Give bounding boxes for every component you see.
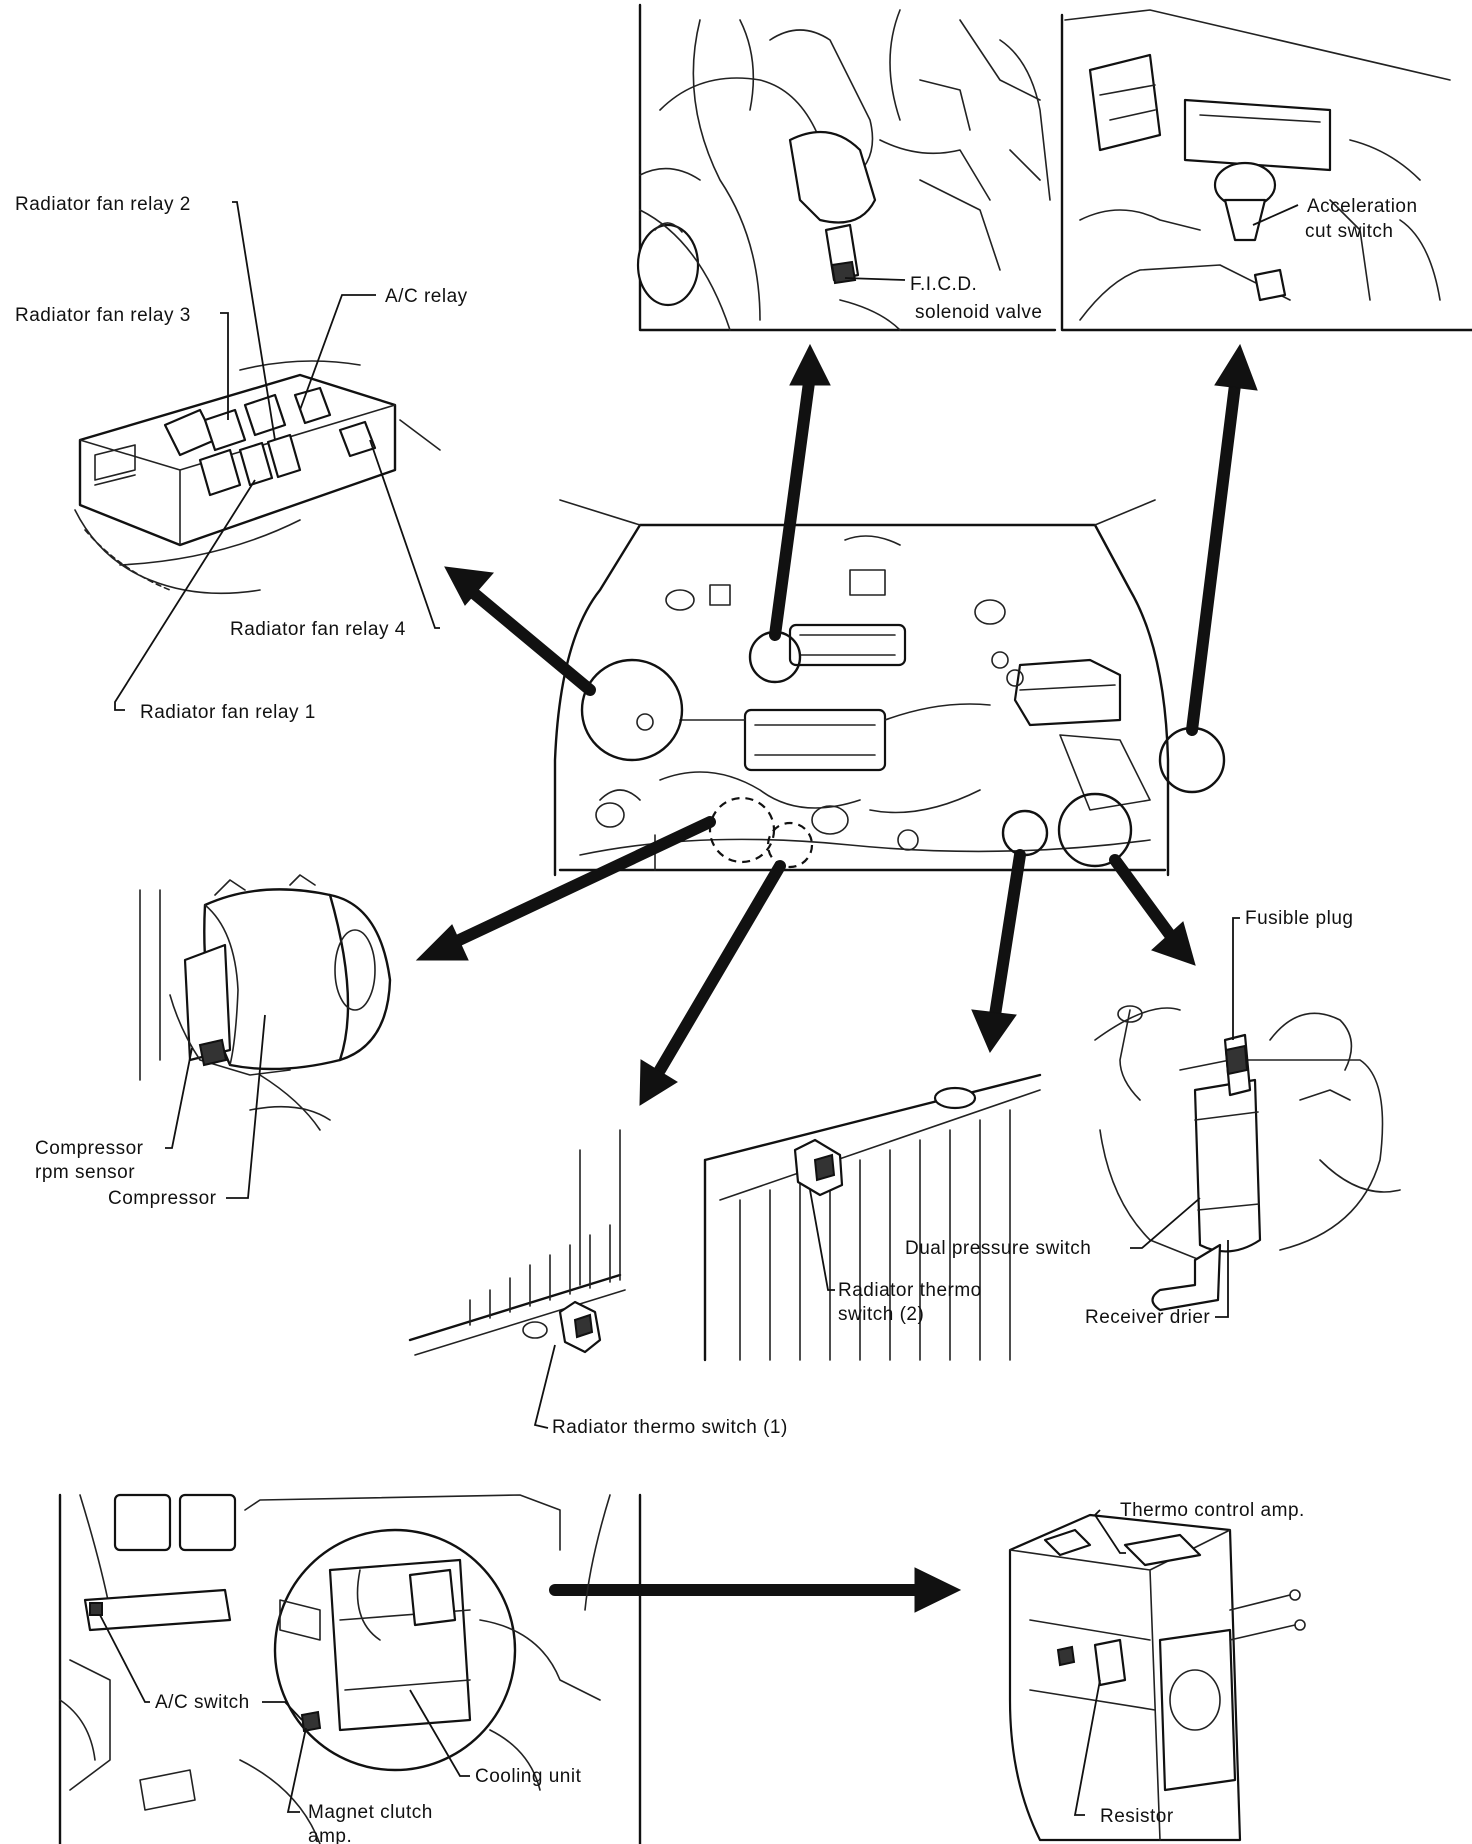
label-magnet-clutch-line1: Magnet clutch [308,1802,433,1823]
arrow-to-cooling-unit-detail [914,1567,962,1613]
dashboard-cooling-unit-detail [58,1493,642,1844]
receiver-drier-detail [1094,917,1401,1318]
label-radiator-fan-relay-4: Radiator fan relay 4 [230,619,406,640]
acceleration-cut-switch-detail [1060,9,1472,332]
labels: Radiator fan relay 2 Radiator fan relay … [15,194,1418,1844]
label-radiator-fan-relay-1: Radiator fan relay 1 [140,702,316,723]
arrow-to-ficd [789,343,831,386]
callout-circle-thermo-1 [766,821,814,869]
label-compressor-rpm-line1: Compressor [35,1138,144,1159]
arrow-to-thermo-2 [971,1009,1017,1054]
label-ac-relay: A/C relay [385,286,468,307]
label-magnet-clutch-line2: amp. [308,1826,352,1844]
arrow-to-accel-switch [1214,343,1258,391]
label-thermo-control-amp: Thermo control amp. [1120,1500,1305,1521]
label-resistor: Resistor [1100,1806,1174,1827]
label-dual-pressure-switch: Dual pressure switch [905,1238,1091,1259]
label-radiator-fan-relay-2: Radiator fan relay 2 [15,194,191,215]
label-compressor: Compressor [108,1188,217,1209]
arrow-to-compressor [415,924,469,961]
arrow-to-thermo-1 [639,1059,678,1106]
label-radiator-fan-relay-3: Radiator fan relay 3 [15,305,191,326]
callout-circle-receiver-drier [1057,792,1133,868]
label-rad-thermo-2-line2: switch (2) [838,1304,924,1325]
arrow-to-relay-box [444,566,494,606]
arrow-to-receiver-drier [1151,921,1196,966]
radiator-thermo-switch-1-detail [408,1129,626,1429]
callout-circle-relay-box [580,658,684,762]
label-ficd-line2: solenoid valve [915,302,1042,323]
cooling-unit-thermo-amp-detail [1008,1509,1306,1842]
engine-bay-view [553,499,1170,877]
label-ficd-line1: F.I.C.D. [910,274,977,295]
label-acceleration-line2: cut switch [1305,221,1393,242]
label-rad-thermo-2-line1: Radiator thermo [838,1280,982,1301]
relay-leaders [114,201,440,711]
callout-circle-accel-switch [1158,726,1226,794]
label-cooling-unit: Cooling unit [475,1766,582,1787]
label-rad-thermo-1: Radiator thermo switch (1) [552,1417,788,1438]
compressor-detail [139,874,392,1199]
label-compressor-rpm-line2: rpm sensor [35,1162,135,1183]
ficd-solenoid-detail [636,3,1057,332]
label-receiver-drier: Receiver drier [1085,1307,1210,1328]
label-acceleration-line1: Acceleration [1307,196,1418,217]
radiator-thermo-switch-2-detail [703,1073,1042,1362]
arrows [415,343,1258,1613]
relay-box-detail [74,360,441,595]
callout-circle-thermo-2 [1001,809,1049,857]
label-ac-switch: A/C switch [155,1692,250,1713]
callout-circle-compressor [708,796,776,864]
label-fusible-plug: Fusible plug [1245,908,1353,929]
